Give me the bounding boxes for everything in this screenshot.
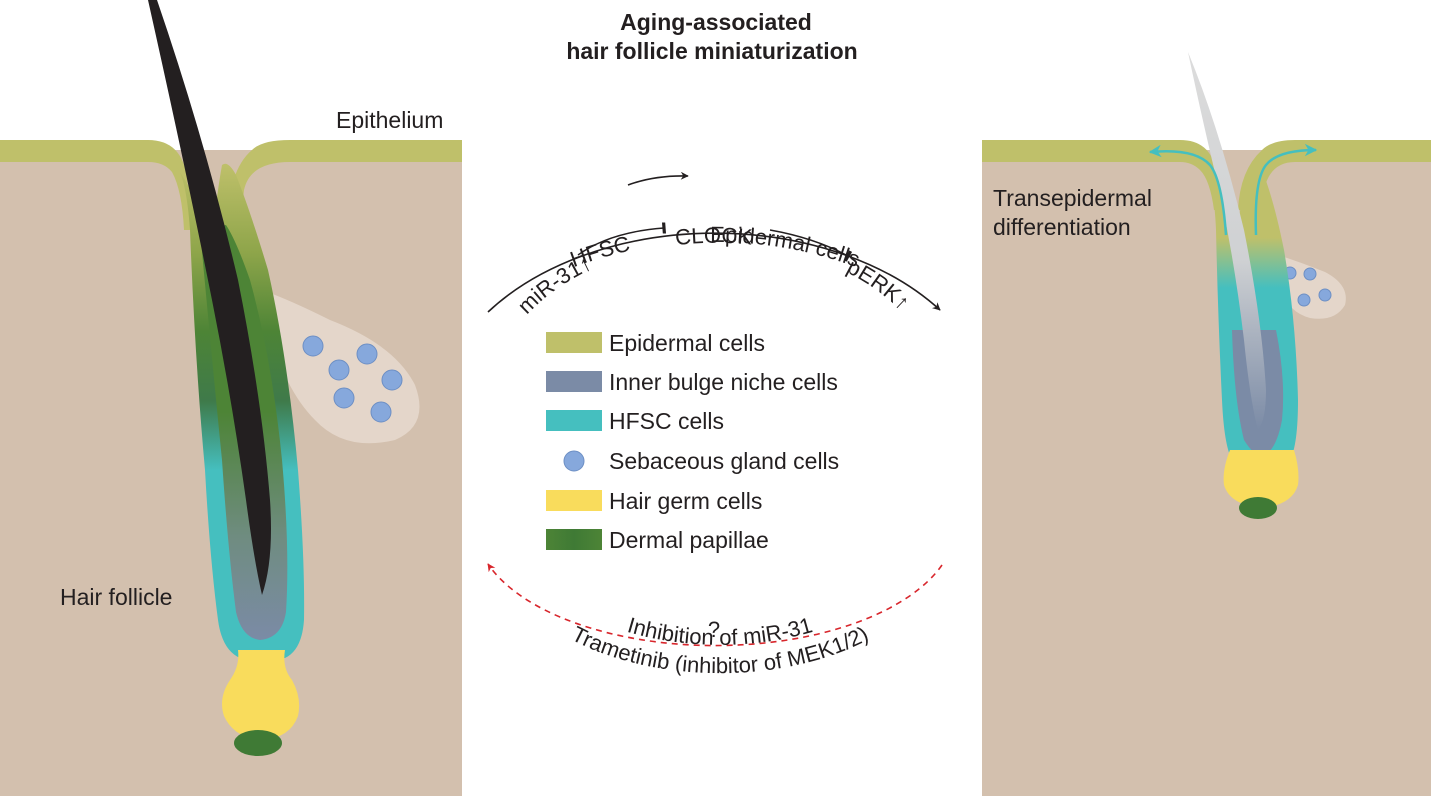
sebaceous-cell [381,369,403,391]
legend-item-hair-germ: Hair germ cells [546,488,762,514]
young-follicle-panel: Epithelium Hair follicle [0,0,462,796]
reversal-dashed-arrow [487,563,943,647]
sebaceous-cell [1303,267,1317,281]
dermal-papilla-right [1239,497,1277,519]
hair-shaft-right [1188,52,1266,430]
legend-item-hfsc: HFSC cells [546,408,724,434]
legend-label-hfsc: HFSC cells [609,408,724,434]
legend-item-dermal-papillae: Dermal papillae [546,527,769,553]
sebaceous-cell [1297,293,1311,307]
hair-germ-right [1223,450,1299,508]
legend-swatch-hair-germ [546,490,602,511]
legend-item-sebaceous: Sebaceous gland cells [563,448,839,474]
hfsc-to-epidermal-arrow [627,171,689,186]
transepidermal-label-line2: differentiation [993,214,1131,240]
differentiation-arrow-right [1254,143,1318,236]
differentiation-arrow-left [1148,144,1228,236]
sebaceous-cells-left [302,335,403,423]
aging-pathway: HFSC Epidermal cells miR-31↑ CLOCK pERK↑ [487,171,941,319]
legend-label-dermal-papillae: Dermal papillae [609,527,769,553]
legend-swatch-epidermal [546,332,602,353]
legend-swatch-hfsc [546,410,602,431]
legend-item-inner-bulge: Inner bulge niche cells [546,369,838,395]
hair-germ-left [222,650,300,740]
sebaceous-cell [333,387,355,409]
legend-label-sebaceous: Sebaceous gland cells [609,448,839,474]
figure-title-line1: Aging-associated [620,9,812,35]
sebaceous-cell [328,359,350,381]
mir31-inhibits-clock [577,222,667,256]
sebaceous-cell [302,335,324,357]
legend-swatch-sebaceous [563,450,585,472]
therapeutic-intervention: ? Inhibition of miR-31 Trametinib (inhib… [487,563,943,678]
question-mark: ? [708,617,720,642]
dermis-right [982,150,1431,796]
legend-label-hair-germ: Hair germ cells [609,488,762,514]
epithelium-label: Epithelium [336,107,443,133]
aged-follicle-panel: Transepidermal differentiation [982,52,1431,796]
legend-swatch-inner-bulge [546,371,602,392]
epithelium-right [982,140,1431,210]
legend-item-epidermal: Epidermal cells [546,330,765,356]
clock-inhibits-perk [769,229,853,262]
outer-pathway-arrow [487,232,941,313]
hair-follicle-label: Hair follicle [60,584,172,610]
sebaceous-cell [370,401,392,423]
dermal-papilla-left [234,730,282,756]
legend: Epidermal cells Inner bulge niche cells … [546,330,839,553]
figure-title-line2: hair follicle miniaturization [566,38,857,64]
legend-label-inner-bulge: Inner bulge niche cells [609,369,838,395]
inner-arc-label: miR-31↑ CLOCK pERK↑ [513,223,915,319]
sebaceous-cell [1318,288,1332,302]
legend-label-epidermal: Epidermal cells [609,330,765,356]
hair-shaft-left [148,0,271,595]
sebaceous-cell [356,343,378,365]
legend-swatch-dermal-papillae [546,529,602,550]
transepidermal-label-line1: Transepidermal [993,185,1152,211]
